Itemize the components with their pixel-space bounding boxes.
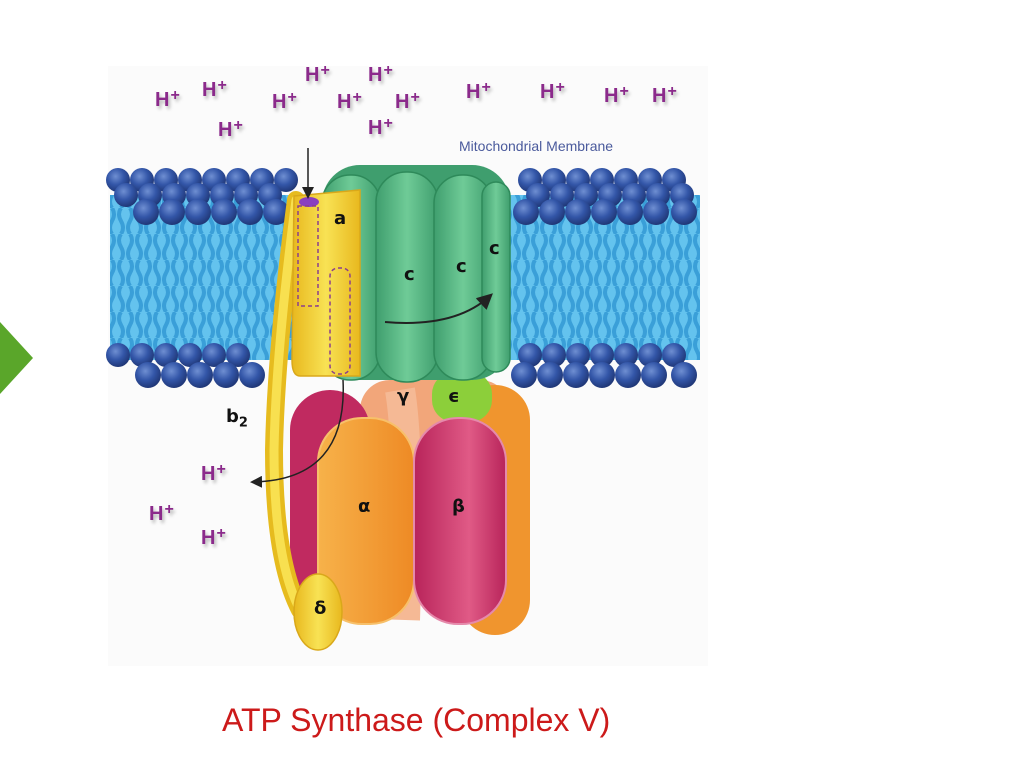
play-triangle-icon[interactable] — [0, 322, 33, 394]
stator — [250, 148, 361, 651]
membrane-bottom-heads — [106, 343, 697, 388]
slide-caption: ATP Synthase (Complex V) — [222, 702, 611, 738]
proton-label: H+ — [337, 89, 362, 113]
proton-label: H+ — [466, 79, 491, 103]
proton-label: H+ — [218, 117, 243, 141]
proton-label: H+ — [652, 83, 677, 107]
subunit-c-label: c — [404, 264, 415, 285]
subunit-c-label: c — [489, 238, 500, 259]
proton-label: H+ — [604, 83, 629, 107]
proton-label: H+ — [272, 89, 297, 113]
proton-label: H+ — [540, 79, 565, 103]
subunit-epsilon-label: ϵ — [448, 386, 460, 407]
proton-label: H+ — [201, 525, 226, 549]
subunit-c-label: c — [456, 256, 467, 277]
subunit-gamma-label: γ — [397, 386, 410, 407]
proton-label: H+ — [202, 77, 227, 101]
proton-label: H+ — [149, 501, 174, 525]
proton-label: H+ — [368, 115, 393, 139]
proton-label: H+ — [395, 89, 420, 113]
subunit-delta-label: δ — [314, 598, 327, 619]
f1-head — [290, 372, 530, 635]
membrane-top-heads — [106, 168, 697, 225]
proton-label: H+ — [201, 461, 226, 485]
membrane-label: Mitochondrial Membrane — [459, 138, 614, 154]
subunit-a-label: a — [334, 208, 347, 229]
subunit-beta-label: β — [452, 496, 465, 517]
proton-label: H+ — [155, 87, 180, 111]
subunit-b2-label: b2 — [226, 406, 248, 431]
proton-label: H+ — [305, 62, 330, 86]
proton-label: H+ — [368, 62, 393, 86]
subunit-alpha-label: α — [358, 496, 371, 517]
